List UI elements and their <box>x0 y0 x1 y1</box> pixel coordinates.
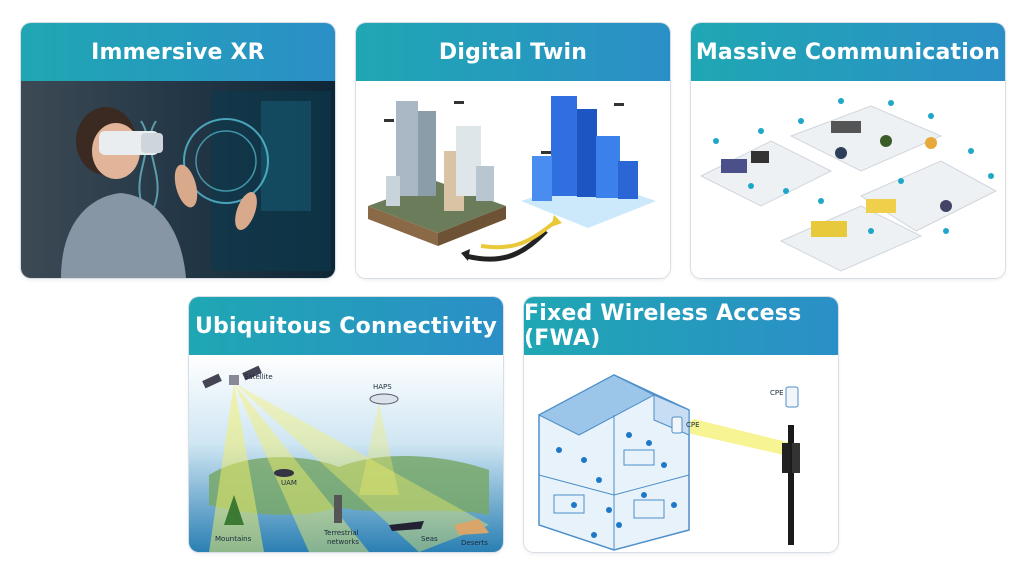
label-networks: networks <box>327 538 359 546</box>
label-deserts: Deserts <box>461 539 488 547</box>
card-title: Fixed Wireless Access (FWA) <box>524 297 838 355</box>
label-uam: UAM <box>281 479 297 487</box>
card-massive-communication[interactable]: Massive Communication <box>691 23 1005 278</box>
immersive-xr-image <box>21 81 335 278</box>
cpe-device-icon <box>785 386 799 408</box>
card-fixed-wireless-access[interactable]: Fixed Wireless Access (FWA) <box>524 297 838 552</box>
ship-icon <box>389 521 424 531</box>
uam-drone-icon <box>274 469 294 477</box>
tower-icon <box>334 495 342 523</box>
label-satellite: Satellite <box>244 373 273 381</box>
massive-communication-image <box>691 81 1005 278</box>
card-ubiquitous-connectivity[interactable]: Ubiquitous Connectivity <box>189 297 503 552</box>
label-cpe-house: CPE <box>686 421 700 429</box>
satellite-icon <box>202 365 262 389</box>
label-cpe-pole: CPE <box>770 389 784 397</box>
antenna-pole <box>788 425 794 545</box>
mountain-icon <box>224 495 244 525</box>
card-title: Massive Communication <box>691 23 1005 81</box>
card-title: Immersive XR <box>21 23 335 81</box>
card-digital-twin[interactable]: Digital Twin <box>356 23 670 278</box>
cpe-device-icon <box>671 416 683 434</box>
ubiquitous-connectivity-image: Satellite HAPS UAM Mountains Terrestrial… <box>189 355 503 552</box>
label-haps: HAPS <box>373 383 392 391</box>
fwa-image: CPE CPE <box>524 355 838 552</box>
card-immersive-xr[interactable]: Immersive XR <box>21 23 335 278</box>
haps-airship-icon <box>369 393 399 405</box>
label-mountains: Mountains <box>215 535 252 543</box>
label-terrestrial: Terrestrial <box>323 529 359 537</box>
label-seas: Seas <box>421 535 438 543</box>
card-title: Ubiquitous Connectivity <box>189 297 503 355</box>
desert-icon <box>454 519 489 535</box>
digital-twin-image <box>356 81 670 278</box>
card-title: Digital Twin <box>356 23 670 81</box>
